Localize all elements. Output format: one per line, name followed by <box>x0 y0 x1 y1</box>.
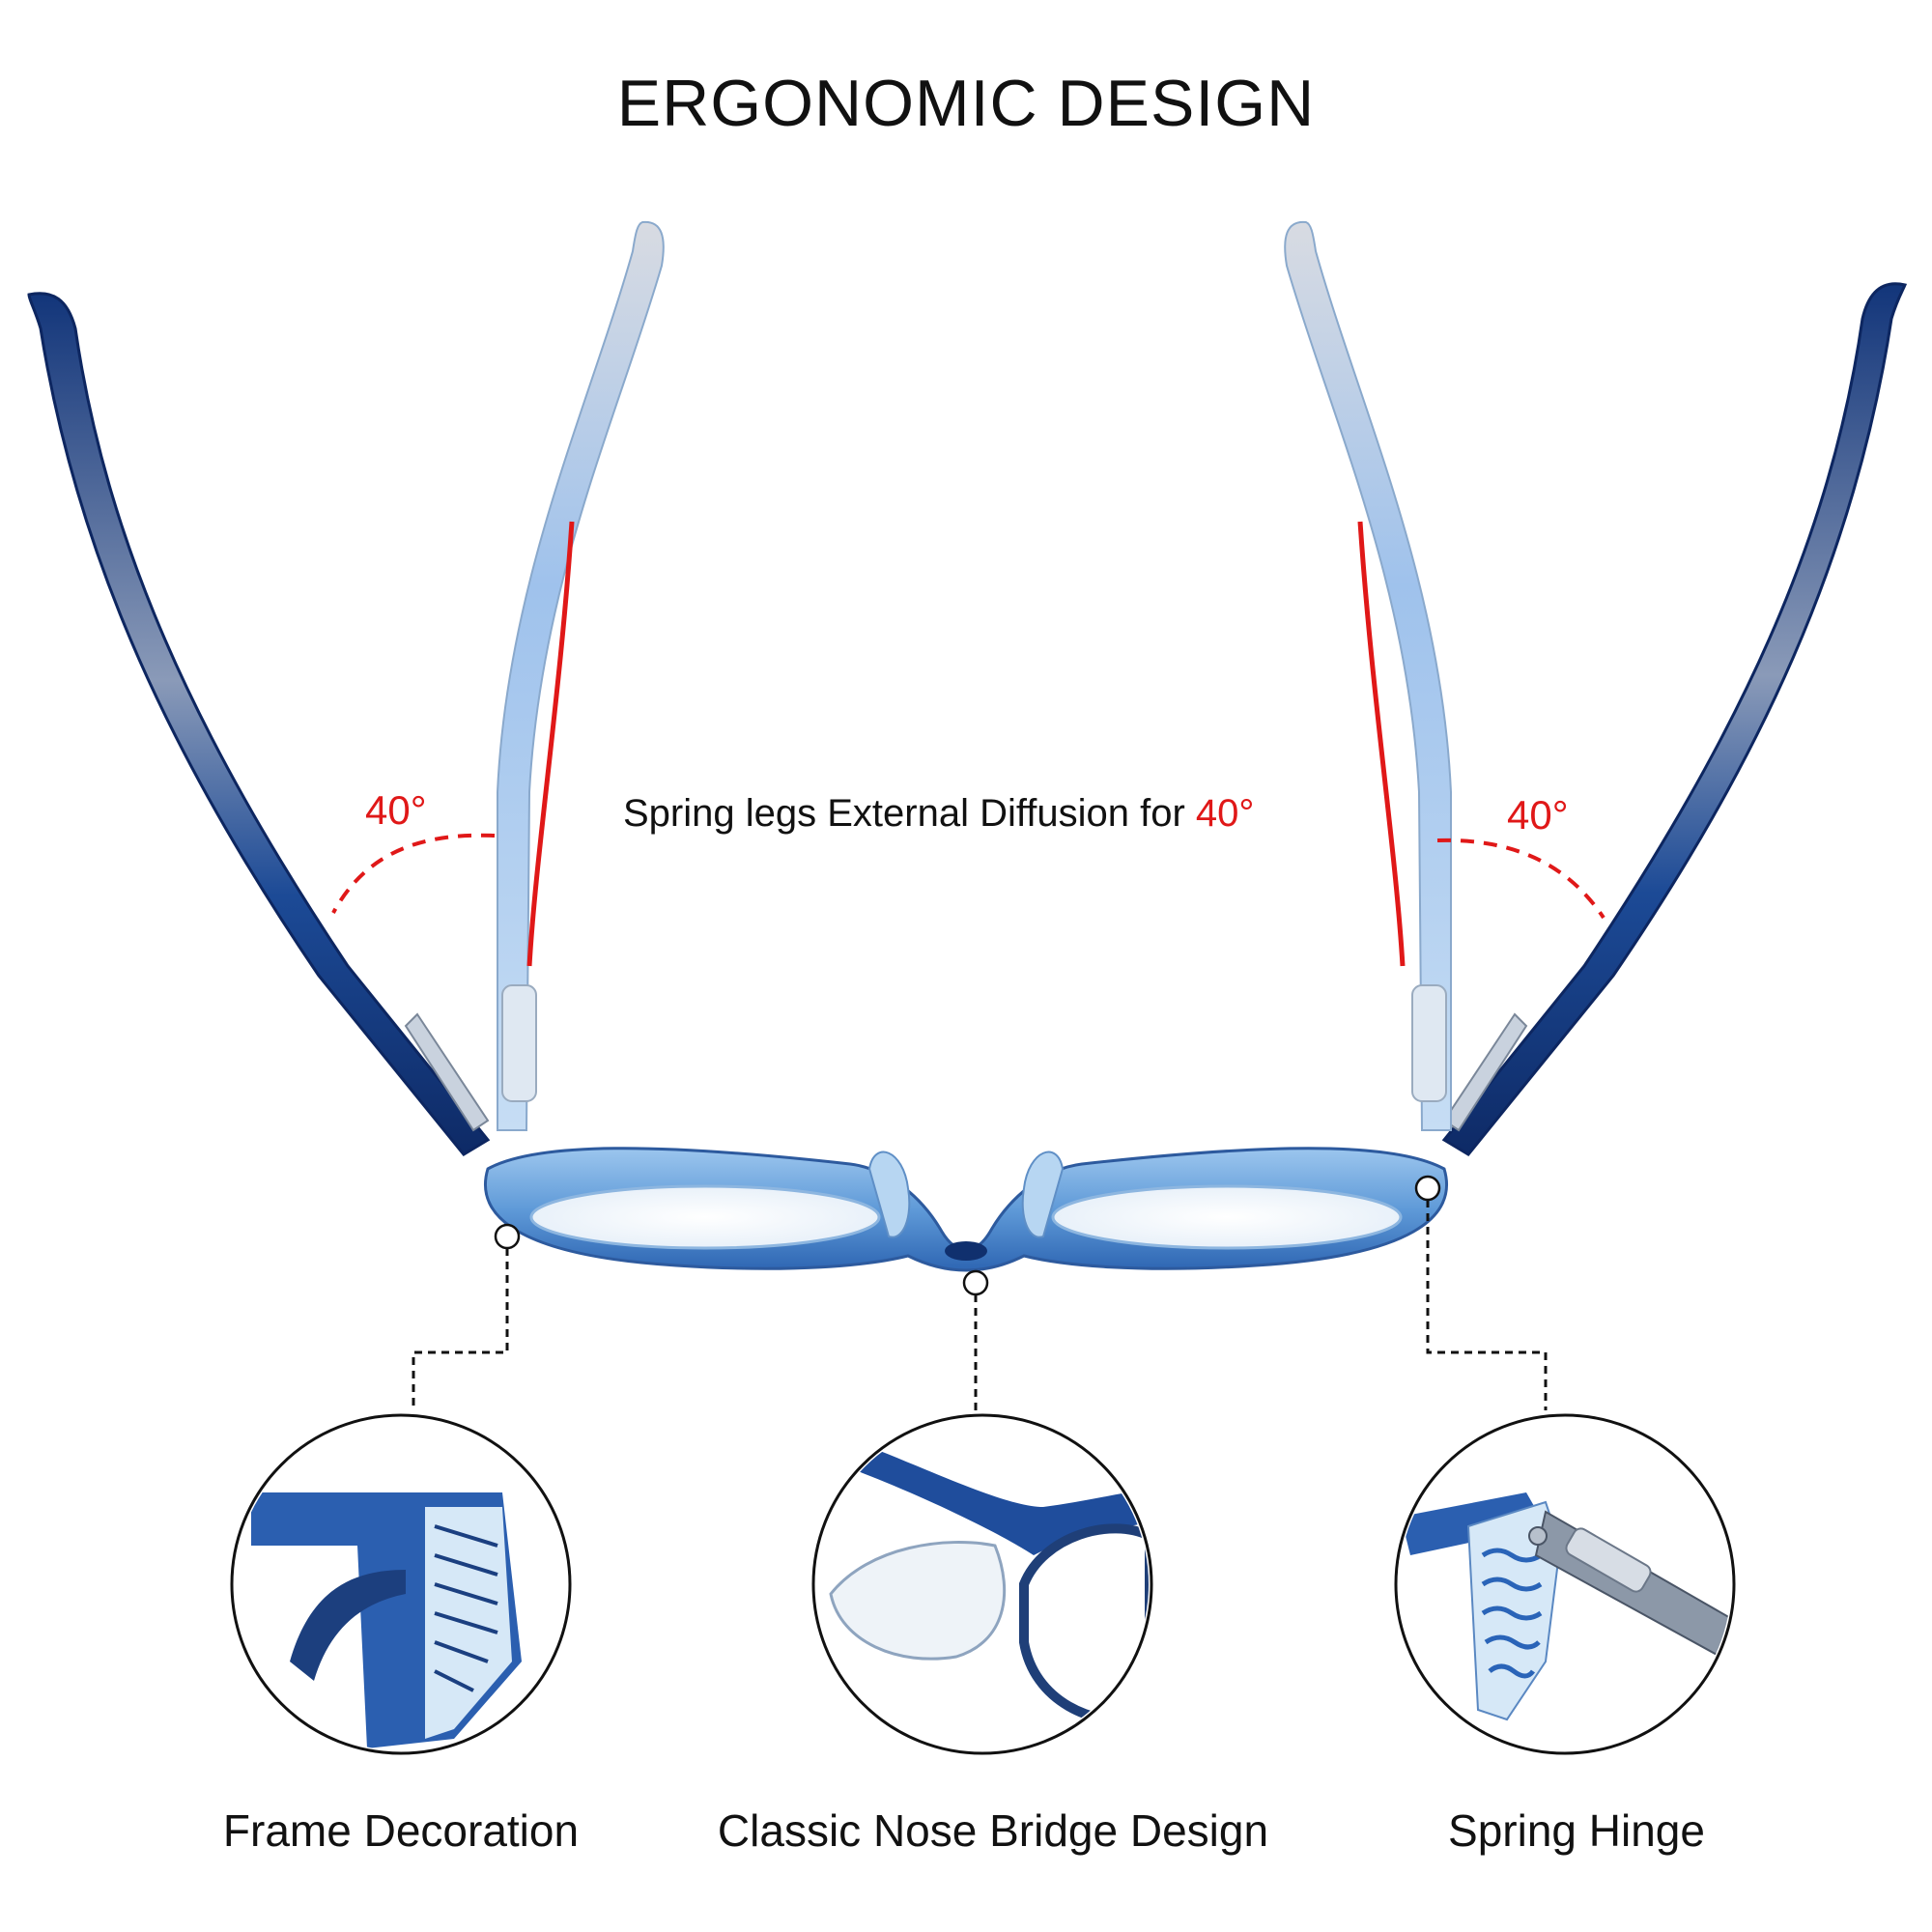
front-frame <box>483 1147 1449 1272</box>
right-angle-arc <box>1436 838 1605 920</box>
leader-line-frame <box>412 1248 509 1410</box>
headline-accent: 40° <box>1195 792 1255 835</box>
detail-frame-decoration <box>230 1413 572 1755</box>
detail-spring-hinge <box>1394 1413 1736 1755</box>
left-lens <box>529 1184 881 1250</box>
left-angle-label: 40° <box>365 787 427 833</box>
headline-text: Spring legs External Diffusion for <box>623 792 1196 835</box>
page-title: ERGONOMIC DESIGN <box>616 67 1316 140</box>
caption-nose-bridge: Classic Nose Bridge Design <box>717 1805 1269 1856</box>
callout-marker-hinge <box>1414 1175 1441 1202</box>
right-nose-pad <box>1021 1151 1065 1238</box>
left-nose-pad <box>867 1151 911 1238</box>
left-angle-arc <box>331 833 496 914</box>
left-outer-temple <box>27 292 491 1156</box>
right-inner-temple <box>1284 220 1452 1131</box>
right-outer-temple <box>1441 282 1908 1156</box>
right-lens <box>1051 1184 1403 1250</box>
callout-marker-bridge <box>962 1269 989 1296</box>
left-inner-temple <box>497 220 665 1131</box>
detail-nose-bridge <box>811 1413 1153 1755</box>
caption-spring-hinge: Spring Hinge <box>1448 1805 1705 1856</box>
caption-frame-decoration: Frame Decoration <box>222 1805 580 1856</box>
right-red-accent <box>1357 521 1406 967</box>
right-angle-label: 40° <box>1507 792 1569 838</box>
callout-marker-frame <box>494 1223 521 1250</box>
bridge-center <box>945 1241 987 1261</box>
left-red-accent <box>526 521 575 967</box>
diffusion-headline: Spring legs External Diffusion for 40° <box>623 792 1254 836</box>
leader-line-hinge <box>1426 1200 1548 1410</box>
